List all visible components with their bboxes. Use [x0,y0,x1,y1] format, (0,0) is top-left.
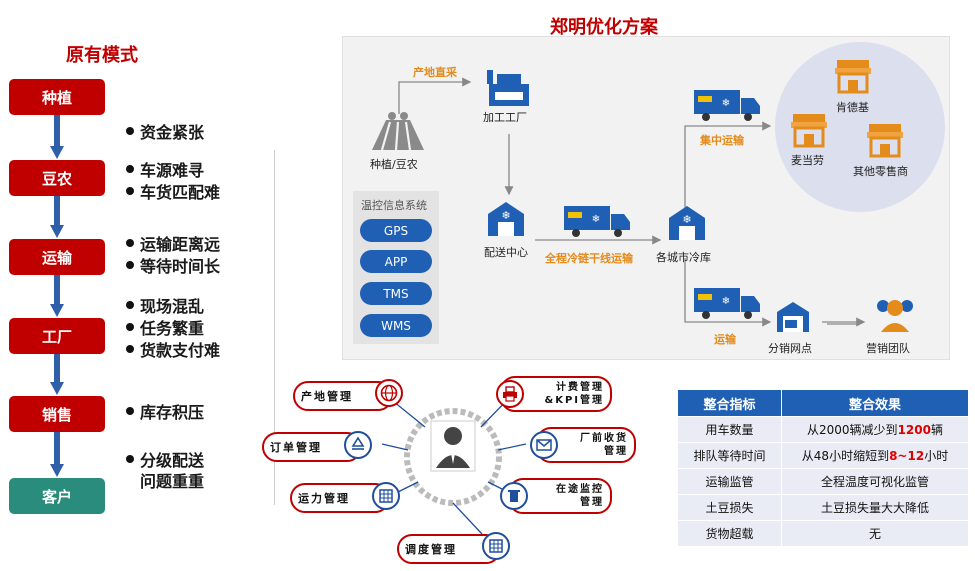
metric-cell: 土豆损失 [677,494,782,521]
metric-cell: 排队等待时间 [677,442,782,469]
trash-icon [500,482,528,510]
cold-truck-icon: ❄ [694,288,760,319]
mcd-label: 麦当劳 [791,154,824,167]
distribution-point-icon [777,302,809,332]
left-title: 原有模式 [66,45,138,66]
issue-item: 货款支付难 [126,340,220,361]
globe-icon [375,379,403,407]
issue-item: 分级配送 [126,450,204,471]
manager-icon [430,420,476,472]
table-row: 运输监管 全程温度可视化监管 [677,468,969,495]
issue-item: 运输距离远 [126,234,220,255]
central-label: 集中运输 [700,134,744,147]
issue-item: 库存积压 [126,402,204,423]
cold-truck-icon: ❄ [694,90,760,121]
dist-center-label: 配送中心 [484,246,528,259]
cold-truck-icon: ❄ [564,206,630,237]
divider [274,150,275,505]
system-app: APP [360,250,432,273]
table-row: 用车数量 从2000辆减少到1200辆 [677,416,969,443]
step-customer: 客户 [9,478,105,514]
transport-label: 运输 [714,333,736,346]
printer-icon [496,380,524,408]
calendar-grid-icon [482,532,510,560]
grid-icon [372,482,400,510]
kfc-label: 肯德基 [836,101,869,114]
effect-cell: 全程温度可视化监管 [781,468,969,495]
effect-cell: 从48小时缩短到8~12小时 [781,442,969,469]
recycle-icon [344,431,372,459]
other-retail-label: 其他零售商 [853,165,908,178]
city-cold-label: 各城市冷库 [656,251,711,264]
system-wms: WMS [360,314,432,337]
system-tms: TMS [360,282,432,305]
warehouse-snowflake-icon: ❄ [669,206,705,240]
down-arrow-icon [50,432,64,477]
trunk-label: 全程冷链干线运输 [545,252,633,265]
step-planting: 种植 [9,79,105,115]
effect-cell: 无 [781,520,969,547]
issue-item: 资金紧张 [126,122,204,143]
factory-label: 加工工厂 [483,111,527,124]
issue-item: 车货匹配难 [126,182,220,203]
svg-text:❄: ❄ [592,214,600,225]
system-gps: GPS [360,219,432,242]
farm-label: 种植/豆农 [370,158,418,171]
effect-cell: 从2000辆减少到1200辆 [781,416,969,443]
team-icon [877,300,913,332]
mail-icon [530,431,558,459]
system-title: 温控信息系统 [361,199,427,212]
table-row: 货物超载 无 [677,520,969,547]
step-sales: 销售 [9,396,105,432]
step-farmer: 豆农 [9,160,105,196]
down-arrow-icon [50,196,64,238]
svg-text:❄: ❄ [682,213,691,226]
shop-icon [835,60,871,94]
flow-connectors [398,77,866,327]
warehouse-snowflake-icon: ❄ [488,202,524,236]
svg-text:❄: ❄ [722,296,730,307]
down-arrow-icon [50,115,64,159]
shop-icon [791,114,827,148]
down-arrow-icon [50,275,64,317]
metric-cell: 用车数量 [677,416,782,443]
table-header-row: 整合指标 整合效果 [677,389,969,417]
effect-cell: 土豆损失量大大降低 [781,494,969,521]
sales-team-label: 营销团队 [866,342,910,355]
issue-item: 任务繁重 [126,318,204,339]
step-transport: 运输 [9,239,105,275]
table-row: 排队等待时间 从48小时缩短到8~12小时 [677,442,969,469]
header-metric: 整合指标 [677,389,782,417]
farm-icon [372,112,424,151]
metric-cell: 货物超载 [677,520,782,547]
issue-item: 等待时间长 [126,256,220,277]
factory-icon [487,70,529,106]
svg-text:❄: ❄ [722,98,730,109]
down-arrow-icon [50,354,64,395]
issue-item: 现场混乱 [126,296,204,317]
table-row: 土豆损失 土豆损失量大大降低 [677,494,969,521]
shop-icon [867,124,903,158]
svg-text:❄: ❄ [501,209,510,222]
metrics-table: 整合指标 整合效果 用车数量 从2000辆减少到1200辆 排队等待时间 从48… [677,389,969,547]
direct-label: 产地直采 [413,66,457,79]
header-effect: 整合效果 [781,389,969,417]
metric-cell: 运输监管 [677,468,782,495]
issue-item: 车源难寻 [126,160,204,181]
issue-item: 问题重重 [140,472,205,491]
right-title: 郑明优化方案 [550,17,658,38]
dist-point-label: 分销网点 [768,342,812,355]
step-factory: 工厂 [9,318,105,354]
